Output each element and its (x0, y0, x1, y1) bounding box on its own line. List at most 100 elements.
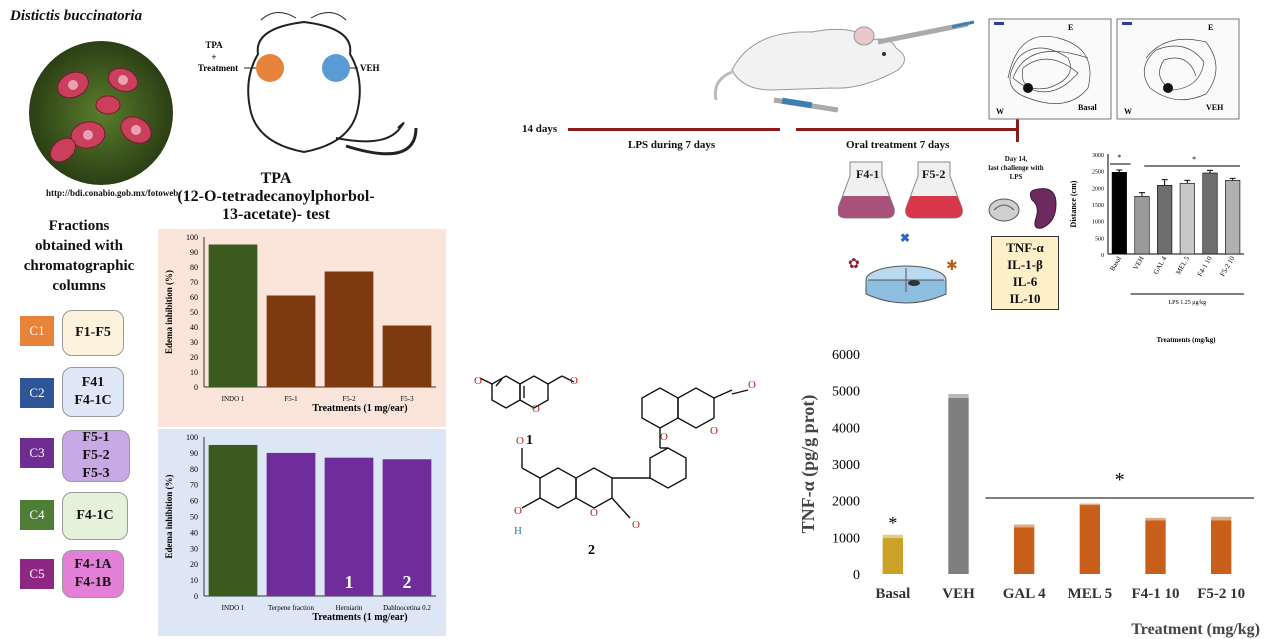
timeline-challenge: Day 14, last challenge with LPS (970, 155, 1062, 182)
bar (266, 452, 316, 596)
timeline-oral-line (796, 128, 1018, 131)
mouse-left-label-line: TPA (205, 40, 223, 50)
fraction-label: F4-1C (74, 393, 112, 408)
bar (382, 459, 432, 596)
x-tick-label: F5-1 (284, 395, 298, 403)
timeline-oral-label: Oral treatment 7 days (846, 139, 950, 151)
bar (1210, 520, 1232, 574)
svg-text:✖: ✖ (900, 231, 910, 245)
cytokine-label: IL-10 (1009, 291, 1041, 306)
svg-text:H: H (514, 525, 522, 537)
x-tick-label: VEH (1132, 255, 1146, 271)
tpa-title-line: 13-acetate)- test (222, 206, 330, 223)
cytokine-label: TNF-α (1006, 240, 1044, 255)
y-tick-label: 30 (190, 338, 198, 347)
x-tick-label: F5-2 10 (1218, 255, 1236, 278)
y-axis-title: Edema inhibition (%) (164, 270, 174, 354)
y-tick-label: 4000 (832, 421, 860, 436)
track-e-label: E (1068, 23, 1073, 32)
error-bar (882, 534, 904, 539)
bar (948, 398, 969, 574)
y-tick-label: 50 (190, 513, 198, 522)
significance-mark: * (1117, 153, 1121, 162)
y-tick-label: 70 (190, 278, 198, 287)
significance-mark: * (1192, 155, 1196, 164)
fractions-title: Fractions obtained with chromatographic … (14, 216, 144, 296)
timeline-end-tick (1016, 116, 1019, 142)
fraction-box-c4: F4-1C (62, 492, 128, 540)
y-tick-label: 80 (190, 465, 198, 474)
timeline-lps-label: LPS during 7 days (628, 139, 716, 151)
cytokines-box: TNF-α IL-1-β IL-6 IL-10 (991, 236, 1059, 310)
fraction-label: F4-1C (76, 508, 114, 523)
y-tick-label: 0 (1101, 253, 1104, 259)
bar (1225, 180, 1241, 255)
y-tick-label: 0 (194, 383, 198, 392)
x-axis-title: Treatment (mg/kg) (1131, 621, 1260, 638)
bar (1079, 505, 1101, 574)
x-tick-label: GAL 4 (1003, 586, 1046, 602)
compound-label-1: 1 (526, 433, 533, 448)
photo-source: http://bdi.conabio.gob.mx/fotoweb (46, 188, 179, 198)
x-tick-label: F4-1 10 (1196, 255, 1214, 278)
fraction-label: F4-1B (74, 575, 112, 590)
y-tick-label: 90 (190, 449, 198, 458)
x-tick-label: F5-2 10 (1197, 586, 1245, 602)
x-axis-title: Treatments (1 mg/ear) (312, 612, 407, 623)
flask-label: F5-2 (922, 167, 946, 181)
y-axis-title: Distance (cm) (1069, 180, 1078, 227)
y-tick-label: 1000 (832, 531, 860, 546)
x-tick-label: Herniarin (336, 604, 363, 612)
mouse-right-label: VEH (360, 63, 380, 73)
y-tick-label: 20 (190, 560, 198, 569)
flasks-illustration (838, 161, 963, 219)
bar (1013, 527, 1035, 574)
y-tick-label: 1000 (1092, 220, 1104, 226)
tpa-title-line: TPA (260, 170, 292, 187)
track-w-label: W (996, 107, 1004, 116)
y-tick-label: 60 (190, 497, 198, 506)
fraction-label: F5-2 (82, 448, 110, 463)
column-c2: C2 (20, 378, 54, 408)
y-tick-label: 2500 (1092, 170, 1104, 176)
bar (382, 325, 432, 387)
fraction-label: F1-F5 (75, 325, 111, 340)
challenge-line: Day 14, (1004, 155, 1028, 163)
bar-label: 2 (403, 572, 412, 592)
y-tick-label: 30 (190, 544, 198, 553)
mouse-left-label-line: Treatment (198, 63, 238, 73)
svg-text:O: O (516, 435, 524, 447)
x-tick-label: MEL 5 (1174, 255, 1191, 277)
timeline-lps-line (568, 128, 780, 131)
svg-text:O: O (660, 431, 668, 443)
fractions-title-line: columns (52, 278, 106, 294)
x-tick-label: Terpene fraction (268, 604, 314, 612)
bar (1111, 172, 1127, 255)
track-w-label: W (1124, 107, 1132, 116)
timeline-start: 14 days (522, 123, 558, 135)
x-tick-label: F4-1 10 (1132, 586, 1180, 602)
column-c4: C4 (20, 500, 54, 530)
species-name: Distictis buccinatoria (10, 8, 143, 24)
fraction-label: F5-1 (82, 430, 110, 445)
fraction-label: F4-1A (74, 557, 112, 572)
track-veh: E W VEH (1116, 18, 1240, 120)
bar (208, 244, 258, 387)
track-basal: E W Basal (988, 18, 1112, 120)
x-tick-label: Dahlnocetina 0.2 (383, 604, 431, 612)
y-tick-label: 40 (190, 323, 198, 332)
y-tick-label: 3000 (832, 458, 860, 473)
svg-text:O: O (532, 403, 540, 415)
compound-label-2: 2 (588, 543, 595, 558)
y-tick-label: 3000 (1092, 153, 1104, 159)
error-bar (1013, 524, 1035, 528)
mouse-left-label-line: + (211, 52, 216, 62)
fraction-label: F5-3 (82, 466, 110, 481)
svg-text:O: O (590, 507, 598, 519)
track-label: Basal (1078, 103, 1097, 112)
y-tick-label: 50 (190, 308, 198, 317)
fractions-title-line: obtained with (35, 238, 123, 254)
